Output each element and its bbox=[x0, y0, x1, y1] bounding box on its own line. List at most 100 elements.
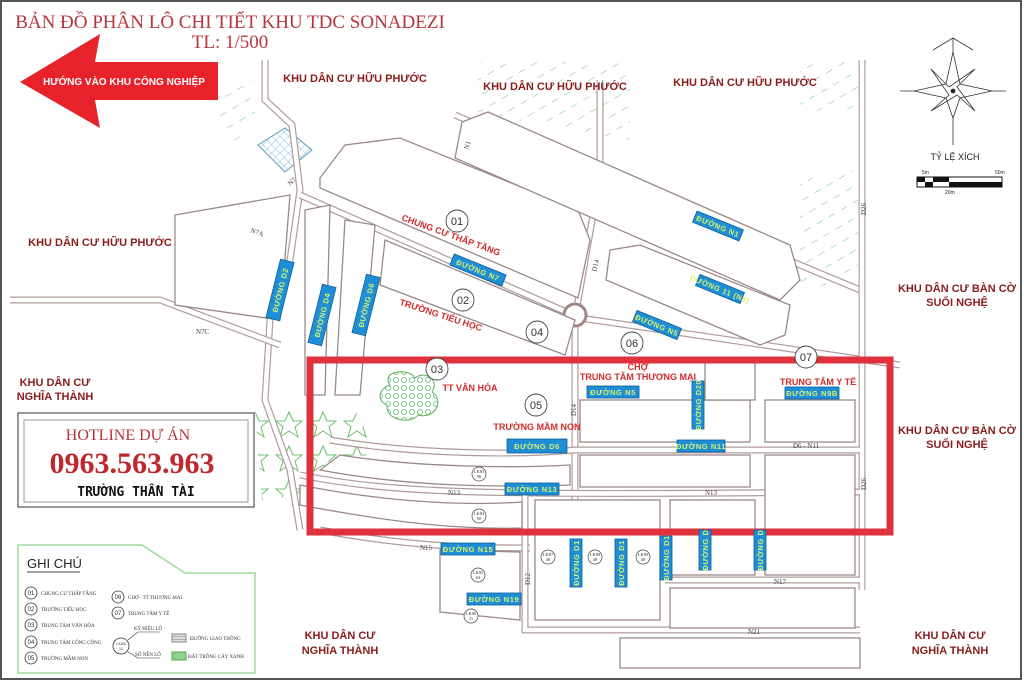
road-badge: ĐƯỜNG N9B bbox=[786, 389, 838, 398]
facility-number: 07 bbox=[800, 352, 812, 364]
area-label: SUỐI NGHỆ bbox=[926, 437, 988, 451]
road-code: D6 - N11 bbox=[793, 442, 820, 450]
label: 02 bbox=[28, 607, 35, 613]
hotline-phone: 0963.563.963 bbox=[50, 447, 215, 480]
lot-count: 63 bbox=[476, 575, 481, 580]
road-codes: N7 N1 D14 D26 N7C N7A D14 D6 - N11 D26 N… bbox=[196, 139, 868, 636]
label: 11 bbox=[119, 646, 124, 651]
hotline-box: HOTLINE DỰ ÁN 0963.563.963 TRƯỜNG THẦN T… bbox=[17, 412, 255, 508]
green-zones bbox=[215, 62, 858, 500]
facility-number: 02 bbox=[457, 295, 469, 307]
facility-number: 01 bbox=[451, 216, 463, 228]
road-code: N7C bbox=[196, 328, 210, 336]
area-label: KHU DÂN CƯ HỮU PHƯỚC bbox=[283, 72, 427, 85]
highlight-frame bbox=[306, 356, 894, 536]
lot-code: LK83 bbox=[474, 469, 485, 474]
lot-code: LK88 bbox=[590, 552, 601, 557]
area-label: KHU DÂN CƯ bbox=[915, 629, 987, 642]
area-label: KHU DÂN CƯ bbox=[20, 376, 92, 389]
legend-item: TRUNG TÂM Y TẾ bbox=[128, 611, 169, 617]
facility-number: 06 bbox=[626, 338, 638, 350]
label: 01 bbox=[28, 591, 35, 597]
label: 03 bbox=[28, 623, 35, 629]
lot-count: 90 bbox=[477, 516, 482, 521]
scale-title: TỶ LỆ XÍCH bbox=[930, 151, 979, 162]
facility-number: 04 bbox=[531, 327, 543, 339]
road-code: N1 bbox=[462, 139, 473, 150]
compass-rose-icon bbox=[900, 37, 1006, 145]
road-code: D26 bbox=[860, 202, 868, 215]
area-label: KHU DÂN CƯ BÀN CỜ bbox=[898, 424, 1017, 437]
legend-item: TRUNG TÂM VĂN HÓA bbox=[41, 623, 95, 629]
road-code: N7 bbox=[286, 176, 298, 188]
road-badge: ĐƯỜNG N11 bbox=[676, 442, 726, 451]
road-code: D26 bbox=[860, 477, 868, 490]
label: 07 bbox=[115, 611, 122, 617]
facility-number: 05 bbox=[530, 400, 542, 412]
label: 05 bbox=[28, 656, 35, 662]
legend-item: CHUNG CƯ THẤP TẦNG bbox=[41, 591, 97, 597]
lot-code: LK84 bbox=[474, 511, 485, 516]
label: 20m bbox=[945, 190, 955, 196]
road-code: N21 bbox=[748, 628, 761, 636]
lot-count: 48 bbox=[593, 557, 598, 562]
area-label: KHU DÂN CƯ bbox=[305, 629, 377, 642]
road-code: N13 bbox=[448, 489, 461, 497]
legend-road: ĐƯỜNG GIAO THÔNG bbox=[190, 636, 241, 642]
road-code: D14 bbox=[590, 258, 601, 272]
facility-name: TRUNG TÂM Y TẾ bbox=[780, 376, 856, 387]
facility-name: CHỢ bbox=[628, 362, 649, 372]
label: 04 bbox=[28, 640, 35, 646]
area-label: NGHĨA THÀNH bbox=[912, 644, 989, 657]
label: 06 bbox=[115, 595, 122, 601]
area-label: KHU DÂN CƯ HỮU PHƯỚC bbox=[673, 76, 817, 89]
label: LK86 bbox=[116, 641, 126, 646]
hotline-name: TRƯỜNG THẦN TÀI bbox=[77, 484, 194, 500]
legend-item: TRƯỜNG TIỂU HỌC bbox=[41, 607, 87, 613]
area-label: KHU DÂN CƯ HỮU PHƯỚC bbox=[483, 80, 627, 93]
road-code: D12 bbox=[524, 572, 532, 585]
facility-name: TT VĂN HÓA bbox=[443, 382, 498, 393]
label: 50m bbox=[995, 170, 1005, 176]
road-badge: ĐƯỜNG N15 bbox=[443, 545, 494, 554]
area-label: KHU DÂN CƯ BÀN CỜ bbox=[898, 282, 1017, 295]
legend: GHI CHÚ 01 CHUNG CƯ THẤP TẦNG 02 TRƯỜNG TI… bbox=[17, 544, 256, 674]
road-badge: ĐƯỜNG D bbox=[756, 530, 765, 571]
area-label: SUỐI NGHỆ bbox=[926, 295, 988, 309]
road-code: N17 bbox=[774, 578, 787, 586]
label: 5m bbox=[922, 170, 929, 176]
legend-item: TRUNG TÂM CÔNG CỘNG bbox=[41, 640, 102, 646]
road-badge: ĐƯỜNG N5 bbox=[590, 388, 636, 397]
hotline-label: HOTLINE DỰ ÁN bbox=[66, 425, 191, 444]
arrow-label: HƯỚNG VÀO KHU CÔNG NGHIỆP bbox=[43, 75, 205, 88]
area-label: KHU DÂN CƯ HỮU PHƯỚC bbox=[28, 236, 172, 249]
map-scale: TL: 1/500 bbox=[192, 32, 269, 53]
road-code: N15 bbox=[420, 544, 433, 552]
road-badge: ĐƯỜNG D bbox=[701, 530, 710, 571]
left-arrow-icon bbox=[20, 34, 218, 128]
facility-name: TRƯỜNG MẦM NON bbox=[493, 421, 580, 432]
legend-title: GHI CHÚ bbox=[27, 556, 82, 571]
direction-arrow[interactable]: HƯỚNG VÀO KHU CÔNG NGHIỆP bbox=[20, 34, 218, 128]
scale-bar: TỶ LỆ XÍCH 5m 50m 20m bbox=[916, 151, 1005, 196]
lot-count: 11 bbox=[469, 616, 473, 621]
road-badge: ĐƯỜNG D1 bbox=[662, 535, 671, 581]
lot-code: LK87 bbox=[543, 552, 554, 557]
lot-code: LK85 bbox=[473, 570, 484, 575]
area-label: NGHĨA THÀNH bbox=[302, 644, 379, 657]
lot-code: LK86 bbox=[466, 611, 477, 616]
label: SỐ NỀN LÔ bbox=[135, 652, 161, 658]
road-badge: ĐƯỜNG D20 bbox=[694, 380, 703, 431]
area-label: NGHĨA THÀNH bbox=[17, 390, 94, 403]
legend-item: TRƯỜNG MẦM NON bbox=[41, 656, 88, 662]
legend-item: CHỢ - TT THƯƠNG MẠI bbox=[128, 596, 182, 601]
road-code: N13 bbox=[705, 489, 718, 497]
lot-code: LK89 bbox=[638, 552, 649, 557]
facility-name: TRUNG TÂM THƯƠNG MẠI bbox=[580, 371, 696, 382]
map-title: BẢN ĐỒ PHÂN LÔ CHI TIẾT KHU TDC SONADEZI bbox=[15, 11, 445, 33]
lot-count: 48 bbox=[546, 557, 551, 562]
road-code: D14 bbox=[570, 403, 578, 416]
road-badge: ĐƯỜNG D1 bbox=[617, 540, 626, 586]
